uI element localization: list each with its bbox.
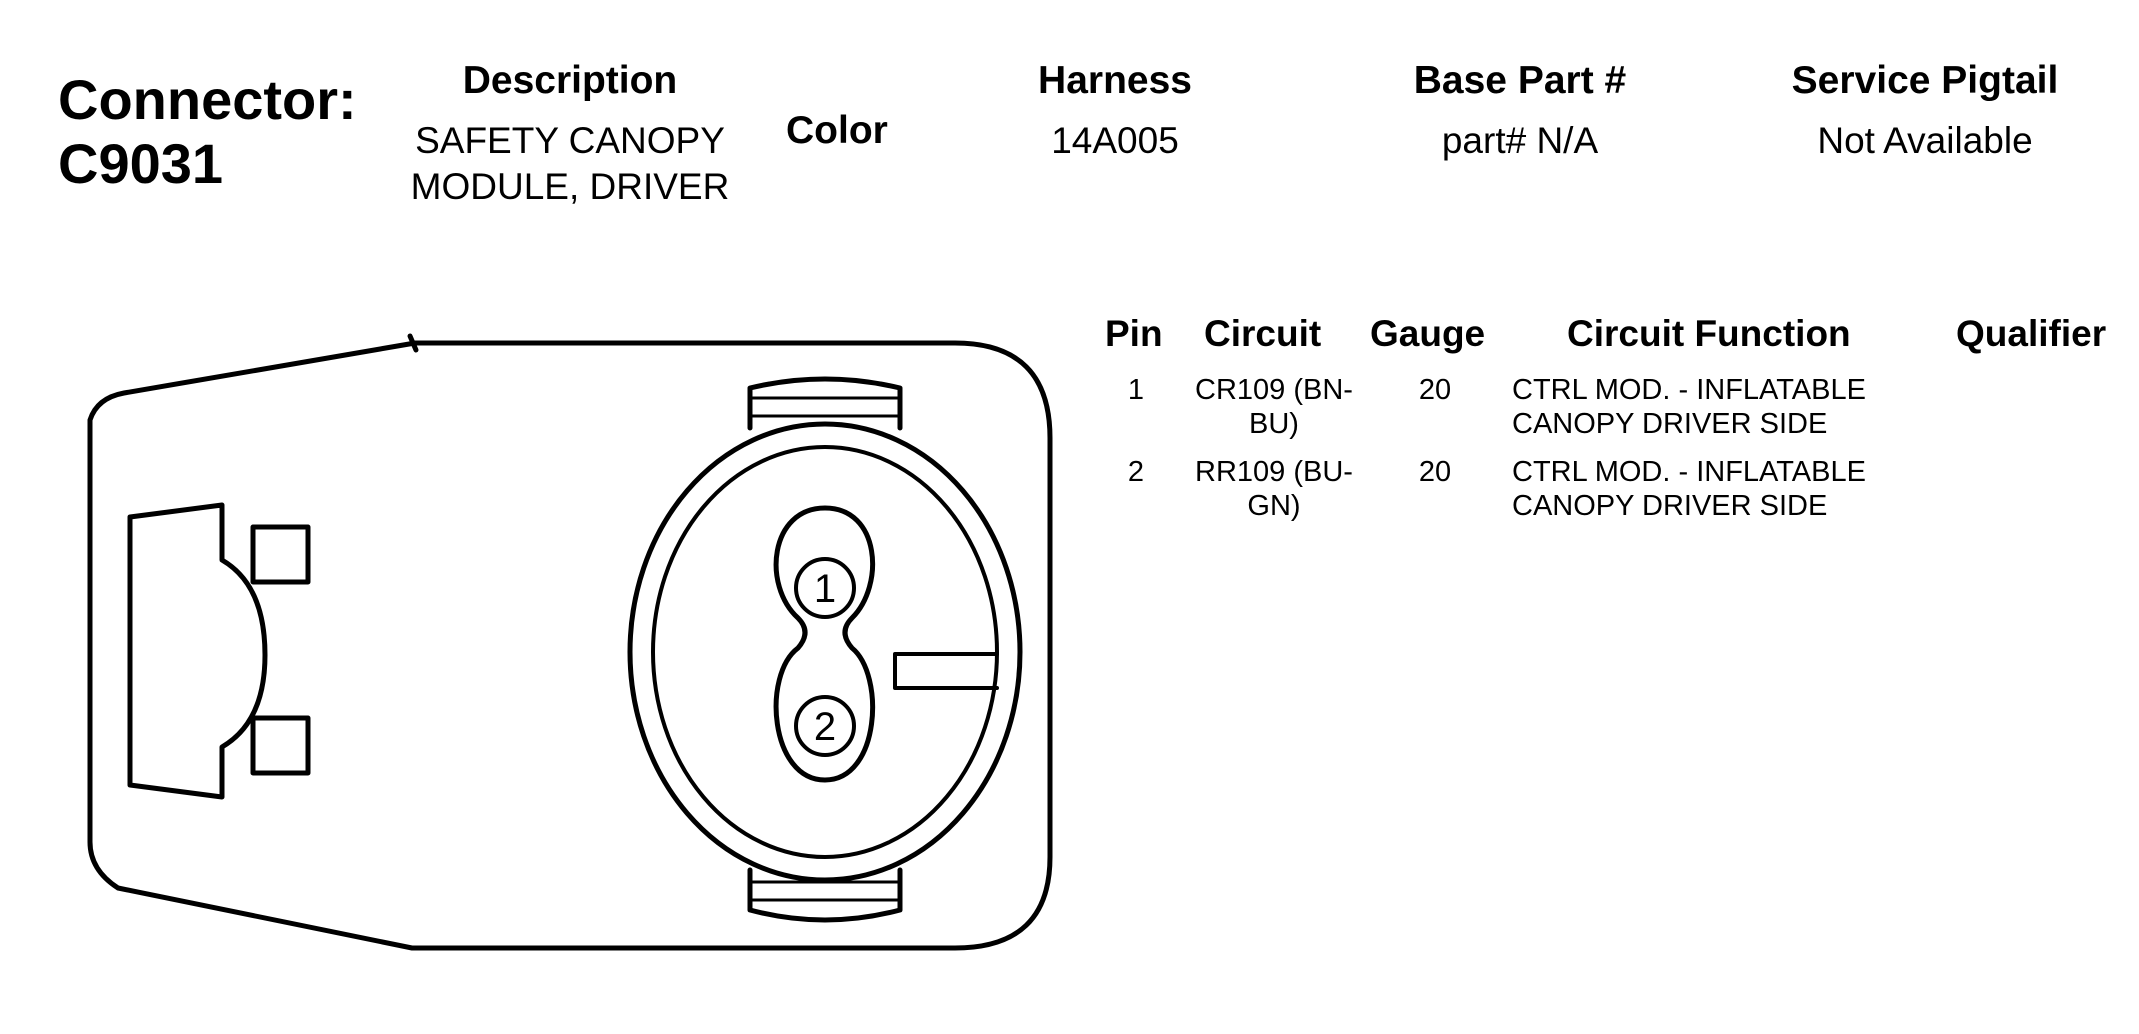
service-pigtail-value: Not Available [1817, 120, 2033, 161]
description-label: Description [462, 59, 678, 102]
connector-label: Connector: [58, 68, 357, 131]
pin-2-label: 2 [814, 705, 836, 749]
circuit-code: CR109 (BN-BU) [1195, 374, 1353, 440]
terminal-cavity [773, 505, 876, 783]
gauge-value: 20 [1418, 374, 1452, 406]
harness-value: 14A005 [1051, 120, 1179, 161]
pin-2-marker: 2 [794, 695, 856, 757]
color-label: Color [786, 109, 888, 152]
latch-tab [127, 502, 268, 800]
col-header-pin: Pin [1105, 313, 1163, 354]
col-header-circuit-function: Circuit Function [1567, 313, 1851, 354]
pin-number: 2 [1127, 456, 1145, 488]
polarization-key [893, 652, 999, 690]
connector-body-outline [87, 340, 1053, 951]
latch-square-upper [250, 524, 311, 585]
circuit-code: RR109 (BU-GN) [1195, 456, 1353, 522]
gauge-value: 20 [1418, 456, 1452, 488]
circuit-function: CTRL MOD. - INFLATABLE CANOPY DRIVER SID… [1512, 374, 1866, 440]
pin-number: 1 [1127, 374, 1145, 406]
pin-1-label: 1 [814, 567, 836, 611]
description-value: SAFETY CANOPY MODULE, DRIVER [410, 120, 730, 207]
connector-housing-outer [627, 421, 1023, 883]
top-rib [747, 376, 903, 431]
service-pigtail-label: Service Pigtail [1791, 59, 2059, 102]
latch-square-lower [250, 715, 311, 776]
col-header-circuit: Circuit [1204, 313, 1322, 354]
circuit-function: CTRL MOD. - INFLATABLE CANOPY DRIVER SID… [1512, 456, 1866, 522]
base-part-value: part# N/A [1441, 120, 1599, 161]
harness-label: Harness [1038, 59, 1192, 102]
pin-1-marker: 1 [794, 557, 856, 619]
col-header-gauge: Gauge [1370, 313, 1486, 354]
col-header-qualifier: Qualifier [1956, 313, 2107, 354]
connector-id: C9031 [58, 132, 224, 195]
bottom-rib [747, 867, 903, 923]
base-part-label: Base Part # [1413, 59, 1627, 102]
